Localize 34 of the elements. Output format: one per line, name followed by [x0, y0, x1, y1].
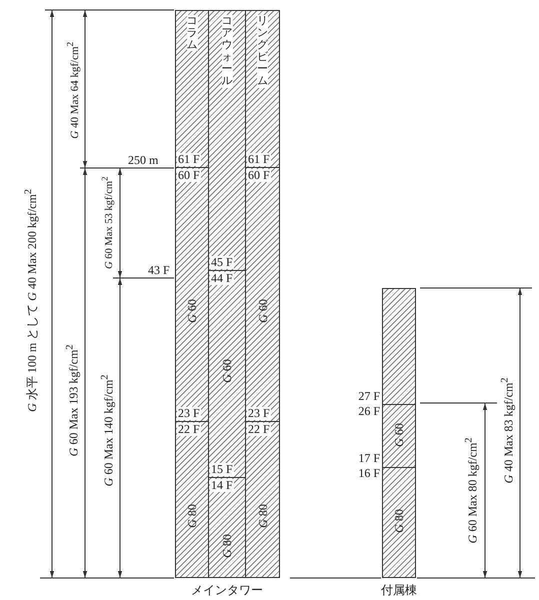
floor-label: 44 F [210, 272, 234, 285]
floor-label: 26 F [358, 405, 380, 418]
building-name: メインタワー [191, 584, 263, 597]
floor-label: 15 F [210, 463, 234, 476]
height-label: 250 m [128, 154, 158, 167]
floor-label: 61 F [247, 153, 271, 166]
floor-label: 16 F [358, 467, 380, 480]
floor-label: 23 F [177, 407, 201, 420]
floor-label: 61 F [177, 153, 201, 166]
floor-label: 45 F [210, 256, 234, 269]
hatched-column [208, 10, 246, 578]
floor-label: 22 F [247, 423, 271, 436]
column-title: コアウォール [222, 15, 232, 88]
grade-label: G 60 [220, 359, 234, 383]
grade-label: G 60 [392, 423, 406, 447]
floor-label: 60 F [177, 169, 201, 182]
grade-label: G 60 [255, 299, 270, 323]
hatched-column [175, 10, 209, 578]
floor-label: 27 F [358, 390, 380, 403]
grade-label: G 80 [392, 509, 406, 533]
column-title: リングビーム [257, 15, 268, 88]
floor-label: 43 F [148, 264, 170, 277]
floor-label: 17 F [358, 452, 380, 465]
hatched-column [382, 288, 416, 578]
floor-label: 14 F [210, 479, 234, 492]
column-title: コラム [186, 15, 198, 52]
grade-label: G 80 [220, 534, 234, 558]
floor-label: 60 F [247, 169, 271, 182]
grade-label: G 60 [184, 299, 199, 323]
floor-label: 23 F [247, 407, 271, 420]
floor-label: 22 F [177, 423, 201, 436]
hatched-column [245, 10, 280, 578]
grade-label: G 80 [255, 504, 270, 528]
grade-label: G 80 [184, 504, 199, 528]
